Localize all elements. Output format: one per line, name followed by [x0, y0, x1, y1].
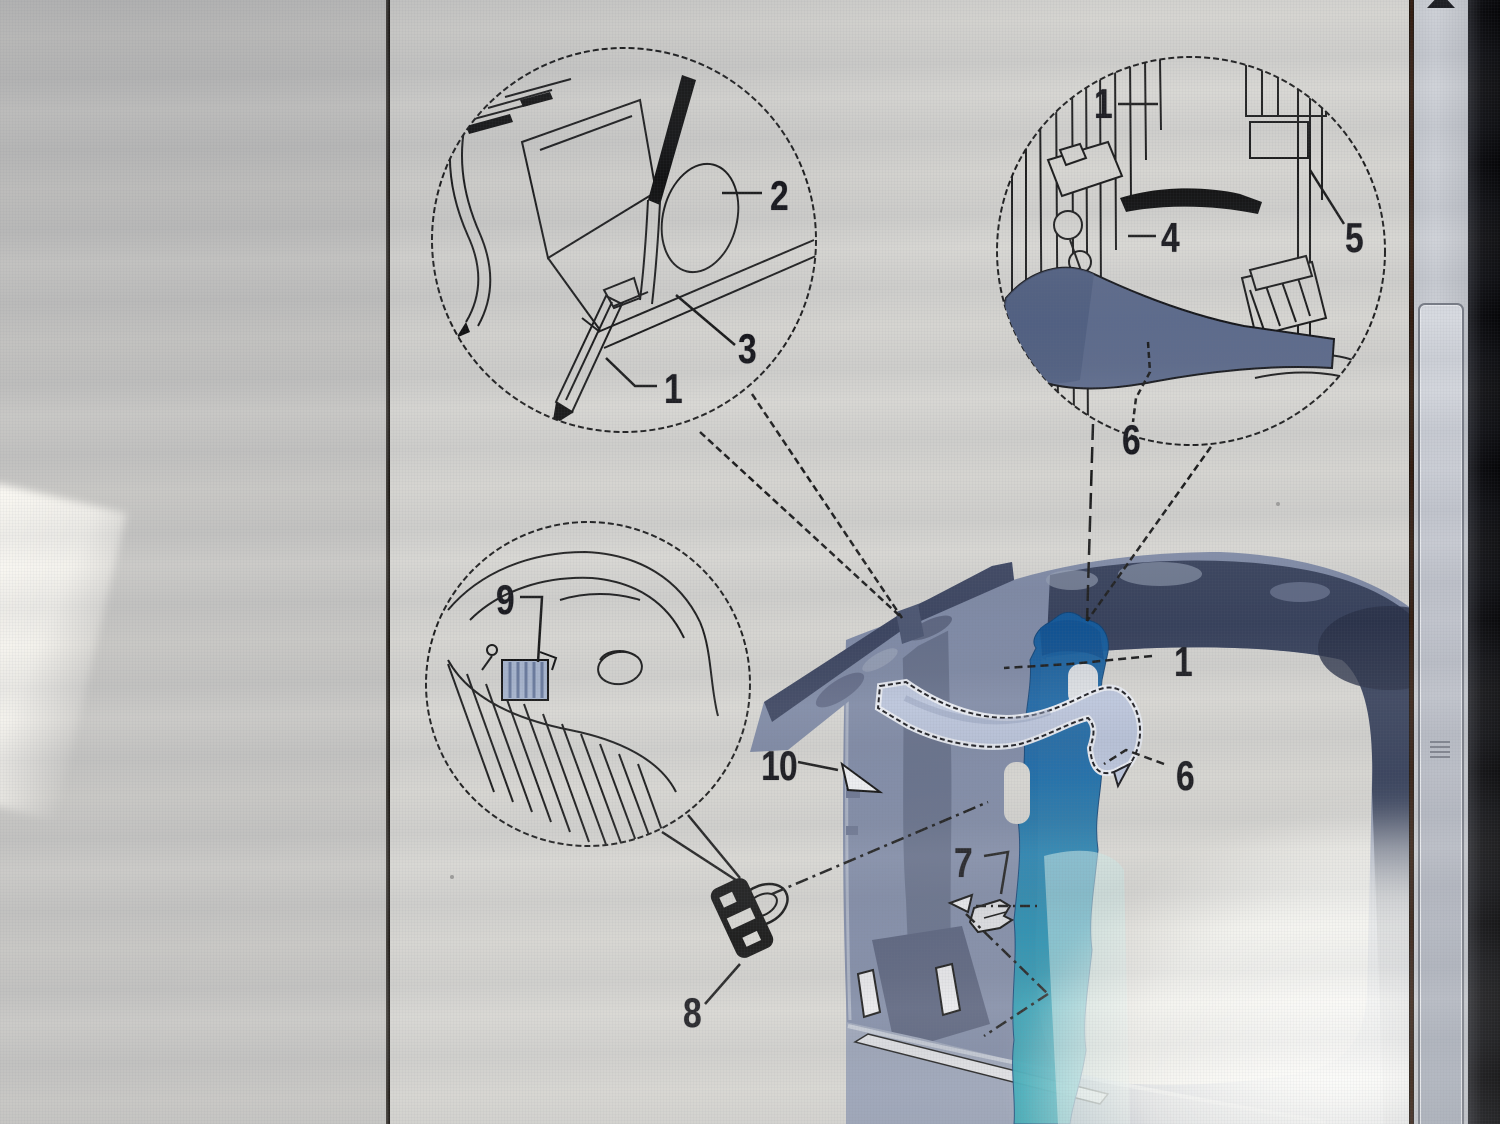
callout-top-right-4: 4: [1161, 214, 1180, 261]
clip-part-8: [704, 878, 789, 1005]
page-left-border: [386, 0, 390, 1124]
callout-top-right-6: 6: [1122, 416, 1141, 463]
detail-circle-top-left: [431, 47, 817, 433]
part9-clip-highlight: [501, 651, 558, 701]
detail-circle-top-right: [996, 56, 1386, 446]
vertical-scrollbar-track[interactable]: [1414, 0, 1468, 1124]
scrollbar-up-arrow-icon[interactable]: [1427, 0, 1455, 8]
callout-main-10: 10: [761, 742, 798, 789]
monitor-bezel: [1468, 0, 1500, 1124]
scrollbar-thumb-grip-icon: [1430, 741, 1450, 758]
callout-10-leader: [797, 760, 884, 794]
dust-speck: [450, 875, 454, 879]
scrollbar-thumb[interactable]: [1418, 303, 1464, 1124]
callout-main-8: 8: [683, 989, 702, 1036]
callout-top-left-2: 2: [770, 172, 789, 219]
callout-top-left-1: 1: [664, 365, 683, 412]
detail-circle-mid-left: [425, 521, 751, 886]
callout-main-7: 7: [954, 839, 973, 886]
dust-speck: [1276, 502, 1280, 506]
magnifier-leader-lines: [699, 393, 1232, 622]
callout-top-right-5: 5: [1345, 214, 1364, 261]
callout-top-right-1: 1: [1094, 80, 1113, 127]
callout-top-left-3: 3: [738, 325, 757, 372]
callout-main-6: 6: [1176, 752, 1195, 799]
page-right-border: [1409, 0, 1414, 1124]
callout-main-1: 1: [1174, 638, 1193, 685]
callout-mid-left-9: 9: [496, 576, 515, 623]
